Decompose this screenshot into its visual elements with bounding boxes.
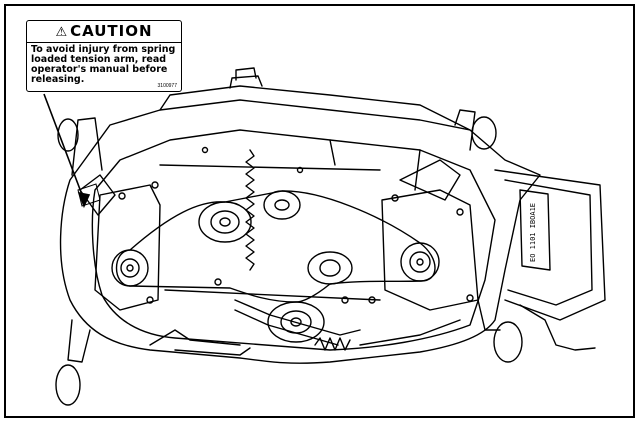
right-spindle-housing bbox=[381, 189, 479, 311]
front-left-gauge-wheel bbox=[55, 364, 81, 406]
front-right-gauge-wheel bbox=[493, 321, 523, 363]
left-spindle-housing bbox=[94, 184, 161, 311]
decal-leader-line bbox=[43, 93, 85, 201]
rear-left-gauge-wheel bbox=[57, 118, 79, 152]
deck-shell bbox=[59, 99, 541, 364]
warning-triangle-icon: ⚠ bbox=[55, 25, 69, 40]
deck-inner bbox=[91, 129, 496, 351]
caution-decal: ⚠CAUTION To avoid injury from spring loa… bbox=[26, 20, 182, 92]
top-idler-pulley bbox=[263, 190, 301, 220]
caution-header: ⚠CAUTION bbox=[27, 23, 181, 43]
tension-arm bbox=[234, 299, 361, 336]
discharge-chute bbox=[494, 169, 606, 321]
deck-serial-marking: EO 1101 IBOA1E bbox=[529, 203, 537, 262]
decal-part-number: 3100977 bbox=[157, 83, 177, 89]
drive-belt bbox=[115, 190, 436, 303]
rear-right-gauge-wheel bbox=[471, 116, 497, 150]
center-idler-pulley bbox=[307, 251, 353, 285]
caution-message: To avoid injury from spring loaded tensi… bbox=[31, 44, 176, 85]
deck-rear-lip bbox=[159, 85, 471, 131]
decal-leader-arrowhead bbox=[77, 191, 91, 209]
tension-spring-vertical bbox=[245, 149, 255, 271]
caution-title: CAUTION bbox=[70, 22, 153, 40]
left-spindle-pulley bbox=[111, 249, 149, 287]
center-upper-pulley bbox=[198, 201, 252, 243]
